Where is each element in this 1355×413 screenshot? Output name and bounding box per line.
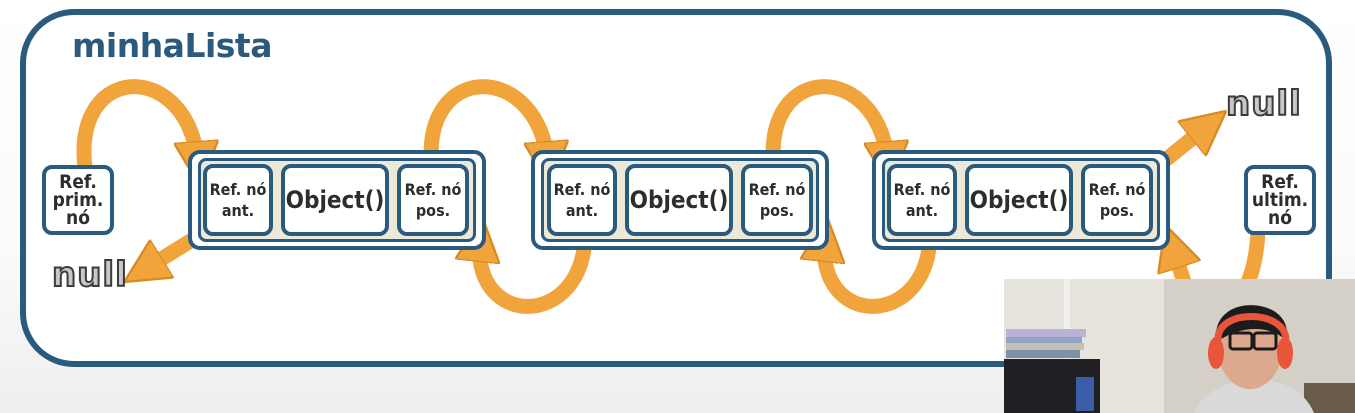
arrow-node3-prev bbox=[824, 233, 938, 314]
webcam-overlay bbox=[1004, 279, 1355, 413]
node-2-prev-ref: Ref. nó ant. bbox=[547, 164, 617, 236]
tail-reference: Ref. ultim. nó bbox=[1244, 165, 1316, 235]
node-1-next-ref: Ref. nó pos. bbox=[397, 164, 469, 236]
head-reference: Ref. prim. nó bbox=[42, 165, 114, 235]
null-label-left: null bbox=[51, 254, 128, 296]
arrow-head-to-first bbox=[76, 79, 198, 168]
arrow-node2-prev bbox=[479, 233, 593, 314]
node-2-next-ref: Ref. nó pos. bbox=[741, 164, 813, 236]
node-3-prev-ref: Ref. nó ant. bbox=[887, 164, 957, 236]
diagram-title: minhaLista bbox=[72, 26, 272, 65]
node-1-value: Object() bbox=[281, 164, 389, 236]
null-label-right: null bbox=[1225, 83, 1302, 125]
arrow-node2-next bbox=[765, 79, 888, 168]
node-3-next-ref: Ref. nó pos. bbox=[1081, 164, 1153, 236]
arrow-tail-to-last-up bbox=[1172, 245, 1185, 288]
arrow-node1-next bbox=[423, 79, 548, 168]
webcam-image bbox=[1004, 279, 1355, 413]
node-2-value: Object() bbox=[625, 164, 733, 236]
node-3-value: Object() bbox=[965, 164, 1073, 236]
node-1-prev-ref: Ref. nó ant. bbox=[203, 164, 273, 236]
